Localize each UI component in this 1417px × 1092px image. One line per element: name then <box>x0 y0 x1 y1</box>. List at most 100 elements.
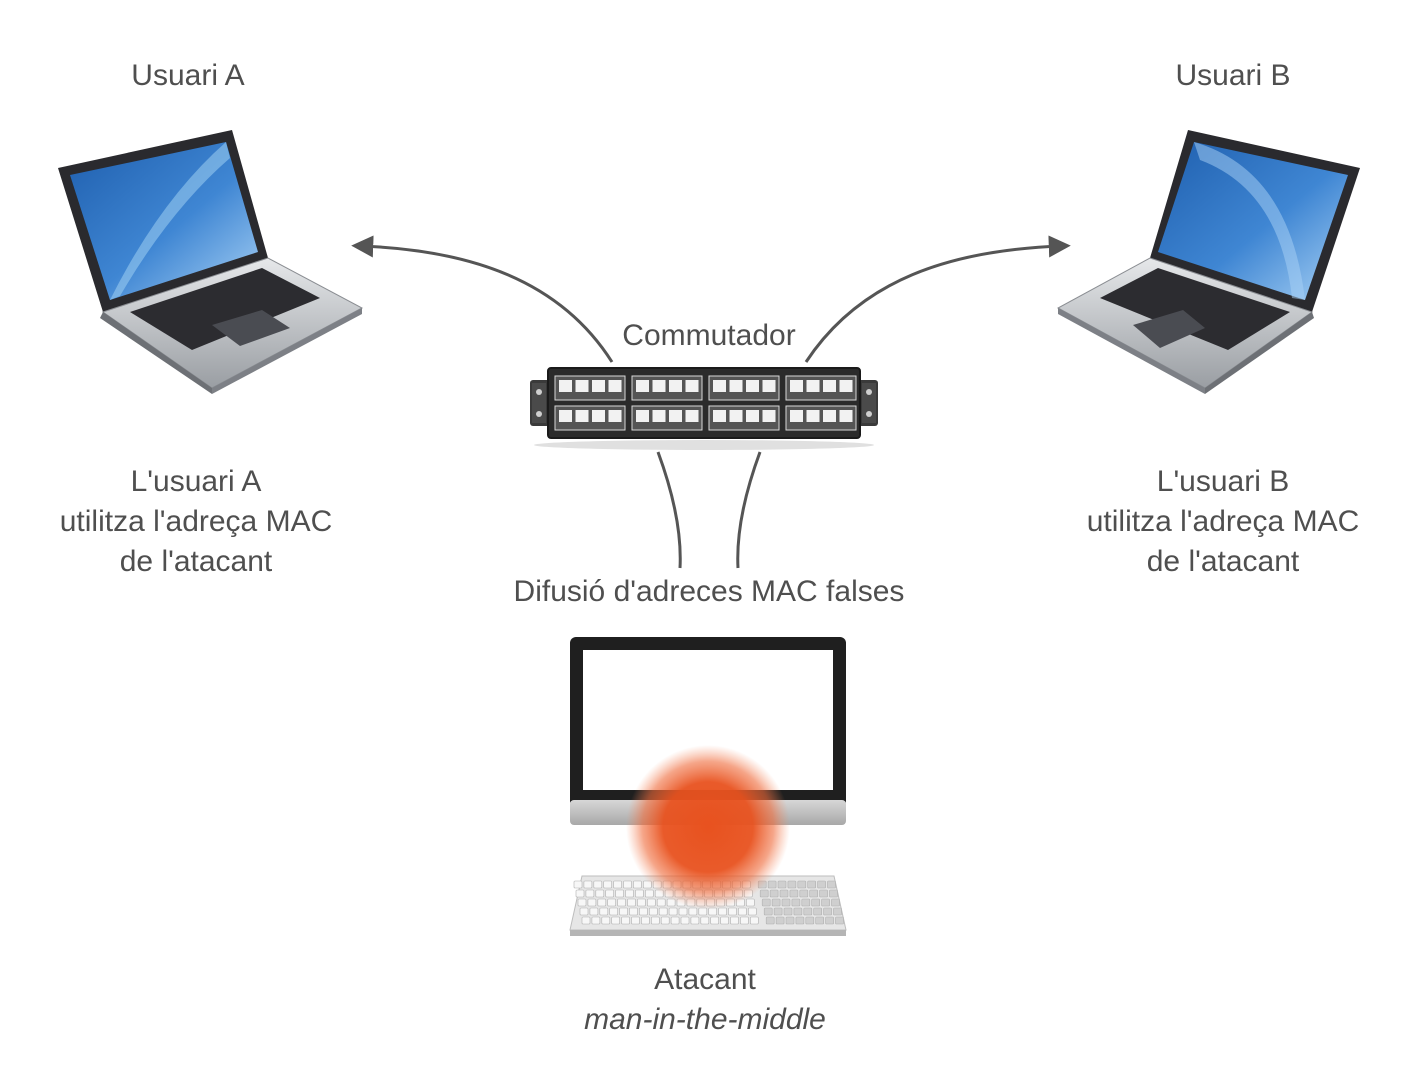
attacker-title: Atacant <box>654 963 756 996</box>
user-a-caption-line: utilitza l'adreça MAC <box>59 505 333 538</box>
keyboard-key <box>747 907 757 916</box>
keyboard-key <box>749 916 759 925</box>
switch-port <box>839 410 853 422</box>
keyboard-key <box>825 916 834 925</box>
switch-port <box>746 410 759 422</box>
switch-port <box>608 410 622 422</box>
keyboard-key <box>793 907 803 916</box>
keyboard-key <box>767 880 777 889</box>
keyboard-key <box>795 916 805 925</box>
keyboard-key <box>789 889 799 898</box>
keyboard-key <box>627 898 636 907</box>
switch-port <box>746 380 759 392</box>
user-a-caption: L'usuari A utilitza l'adreça MAC de l'at… <box>30 462 362 582</box>
keyboard-key <box>668 907 678 916</box>
switch-port <box>713 410 726 422</box>
keyboard-key <box>761 898 771 907</box>
keyboard-key <box>579 907 589 916</box>
arrow-to-user-a <box>351 235 614 363</box>
keyboard-key <box>573 880 583 889</box>
keyboard-key <box>599 907 609 916</box>
keyboard-key <box>609 907 619 916</box>
keyboard-key <box>615 889 624 898</box>
flood-line-right <box>736 451 762 569</box>
switch-port <box>713 380 726 392</box>
keyboard-key <box>658 907 668 916</box>
keyboard-key <box>700 916 710 925</box>
keyboard-key <box>597 898 607 907</box>
keyboard-key <box>813 907 823 916</box>
switch-port <box>806 410 820 422</box>
keyboard-key <box>817 880 826 889</box>
keyboard-key <box>738 907 747 916</box>
keyboard-key <box>577 898 587 907</box>
keyboard-key <box>801 898 811 907</box>
keyboard-key <box>621 916 630 925</box>
keyboard-key <box>805 916 815 925</box>
keyboard-key <box>833 907 842 916</box>
keyboard-key <box>718 907 727 916</box>
keyboard-key <box>637 898 646 907</box>
keyboard-key <box>644 889 654 898</box>
switch-port <box>652 380 666 392</box>
keyboard-key <box>639 907 648 916</box>
keyboard-key <box>797 880 807 889</box>
user-a-caption-line: L'usuari A <box>130 465 262 498</box>
keyboard-key <box>791 898 801 907</box>
keyboard-key <box>777 880 787 889</box>
switch-port <box>636 380 649 392</box>
user-a-title: Usuari A <box>131 59 245 92</box>
keyboard-key <box>740 916 749 925</box>
arrow-to-user-b <box>804 235 1071 363</box>
keyboard-key <box>591 916 601 925</box>
keyboard-key <box>771 898 781 907</box>
user-b-caption: L'usuari B utilitza l'adreça MAC de l'at… <box>1057 462 1389 582</box>
keyboard-key <box>650 916 660 925</box>
keyboard-key <box>819 889 828 898</box>
keyboard-key <box>720 916 729 925</box>
switch-ports <box>554 375 857 431</box>
keyboard-key <box>745 898 755 907</box>
keyboard-key <box>593 880 603 889</box>
switch-port <box>823 380 836 392</box>
switch-port <box>669 410 682 422</box>
flood-line-left <box>656 451 682 569</box>
switch-port <box>729 380 743 392</box>
keyboard-key <box>807 880 817 889</box>
keyboard-key <box>829 889 838 898</box>
user-b-caption-line: utilitza l'adreça MAC <box>1086 505 1360 538</box>
keyboard-key <box>589 907 599 916</box>
keyboard-key <box>815 916 825 925</box>
switch-port <box>790 380 803 392</box>
keyboard-key <box>587 898 597 907</box>
switch-port <box>685 410 699 422</box>
keyboard-key <box>629 907 638 916</box>
switch-port <box>592 380 605 392</box>
flood-label: Difusió d'adreces MAC falses <box>513 575 905 608</box>
keyboard-key <box>575 889 585 898</box>
keyboard-key <box>710 916 720 925</box>
keyboard-key <box>835 916 844 925</box>
switch-port <box>762 380 776 392</box>
keyboard-key <box>823 907 832 916</box>
keyboard-key <box>759 889 769 898</box>
laptop-icon <box>1056 130 1360 394</box>
switch-port <box>839 380 853 392</box>
keyboard-key <box>769 889 779 898</box>
keyboard-key <box>728 907 737 916</box>
switch-port <box>559 410 572 422</box>
keyboard-key <box>779 889 789 898</box>
keyboard-key <box>633 880 642 889</box>
keyboard-key <box>690 916 700 925</box>
keyboard-key <box>688 907 698 916</box>
switch-port <box>559 380 572 392</box>
keyboard-key <box>809 889 819 898</box>
keyboard-key <box>635 889 644 898</box>
switch-port <box>762 410 776 422</box>
keyboard-key <box>607 898 617 907</box>
keyboard-key <box>623 880 632 889</box>
keyboard-key <box>678 907 688 916</box>
switch-port <box>575 410 589 422</box>
switch-port <box>636 410 649 422</box>
